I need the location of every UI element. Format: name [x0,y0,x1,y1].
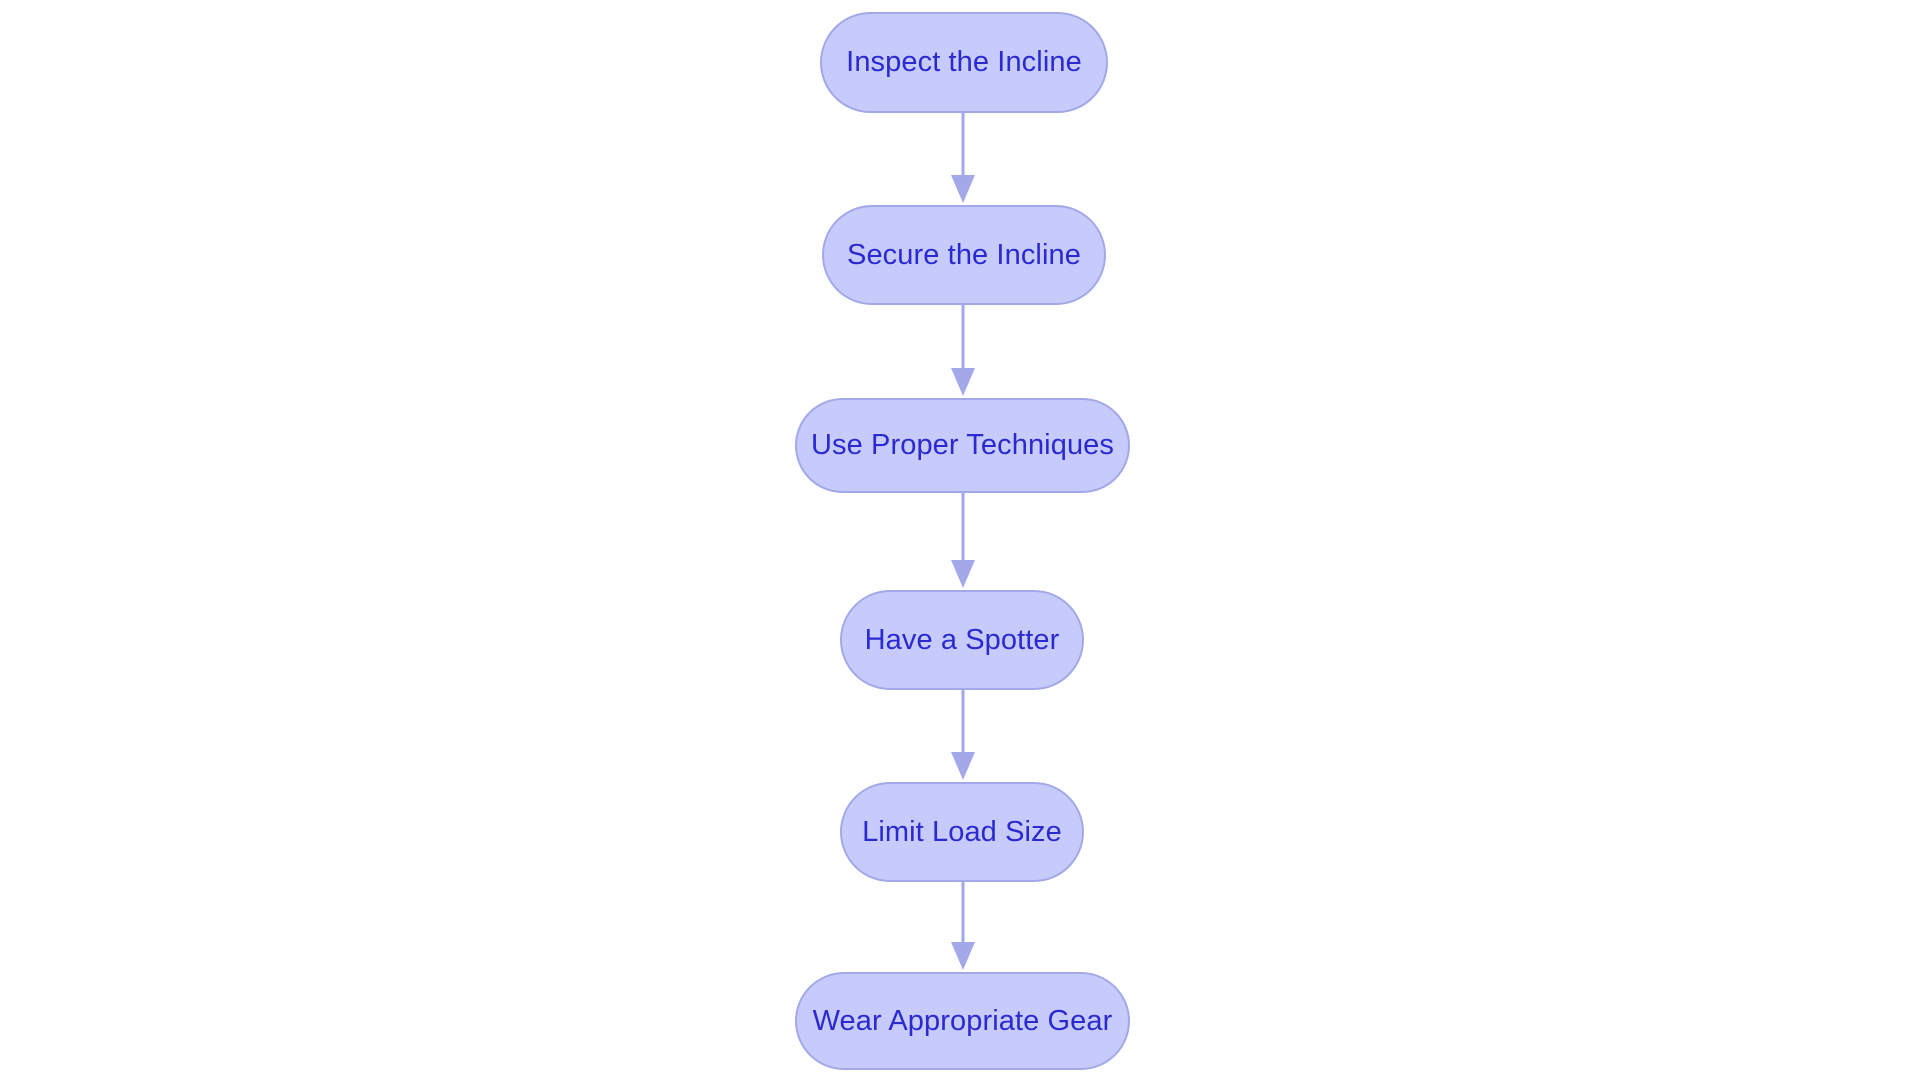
flow-node-have-a-spotter[interactable]: Have a Spotter [840,590,1084,690]
flow-node-label: Inspect the Incline [846,46,1082,78]
flow-node-label: Secure the Incline [847,238,1081,271]
edge-n4-n5 [951,690,975,780]
edge-n1-n2 [951,113,975,203]
flow-node-inspect-the-incline[interactable]: Inspect the Incline [820,12,1108,113]
flow-node-secure-the-incline[interactable]: Secure the Incline [822,205,1106,305]
edge-n3-n4 [951,493,975,588]
flow-node-label: Have a Spotter [864,623,1060,656]
edge-n5-n6 [951,882,975,970]
edge-n2-n3 [951,305,975,396]
flow-node-label: Use Proper Techniques [810,429,1115,461]
flow-node-use-proper-techniques[interactable]: Use Proper Techniques [795,398,1130,493]
flow-node-limit-load-size[interactable]: Limit Load Size [840,782,1084,882]
flow-node-label: Limit Load Size [862,815,1062,848]
flow-node-label: Wear Appropriate Gear [812,1004,1113,1037]
flow-node-wear-appropriate-gear[interactable]: Wear Appropriate Gear [795,972,1130,1070]
